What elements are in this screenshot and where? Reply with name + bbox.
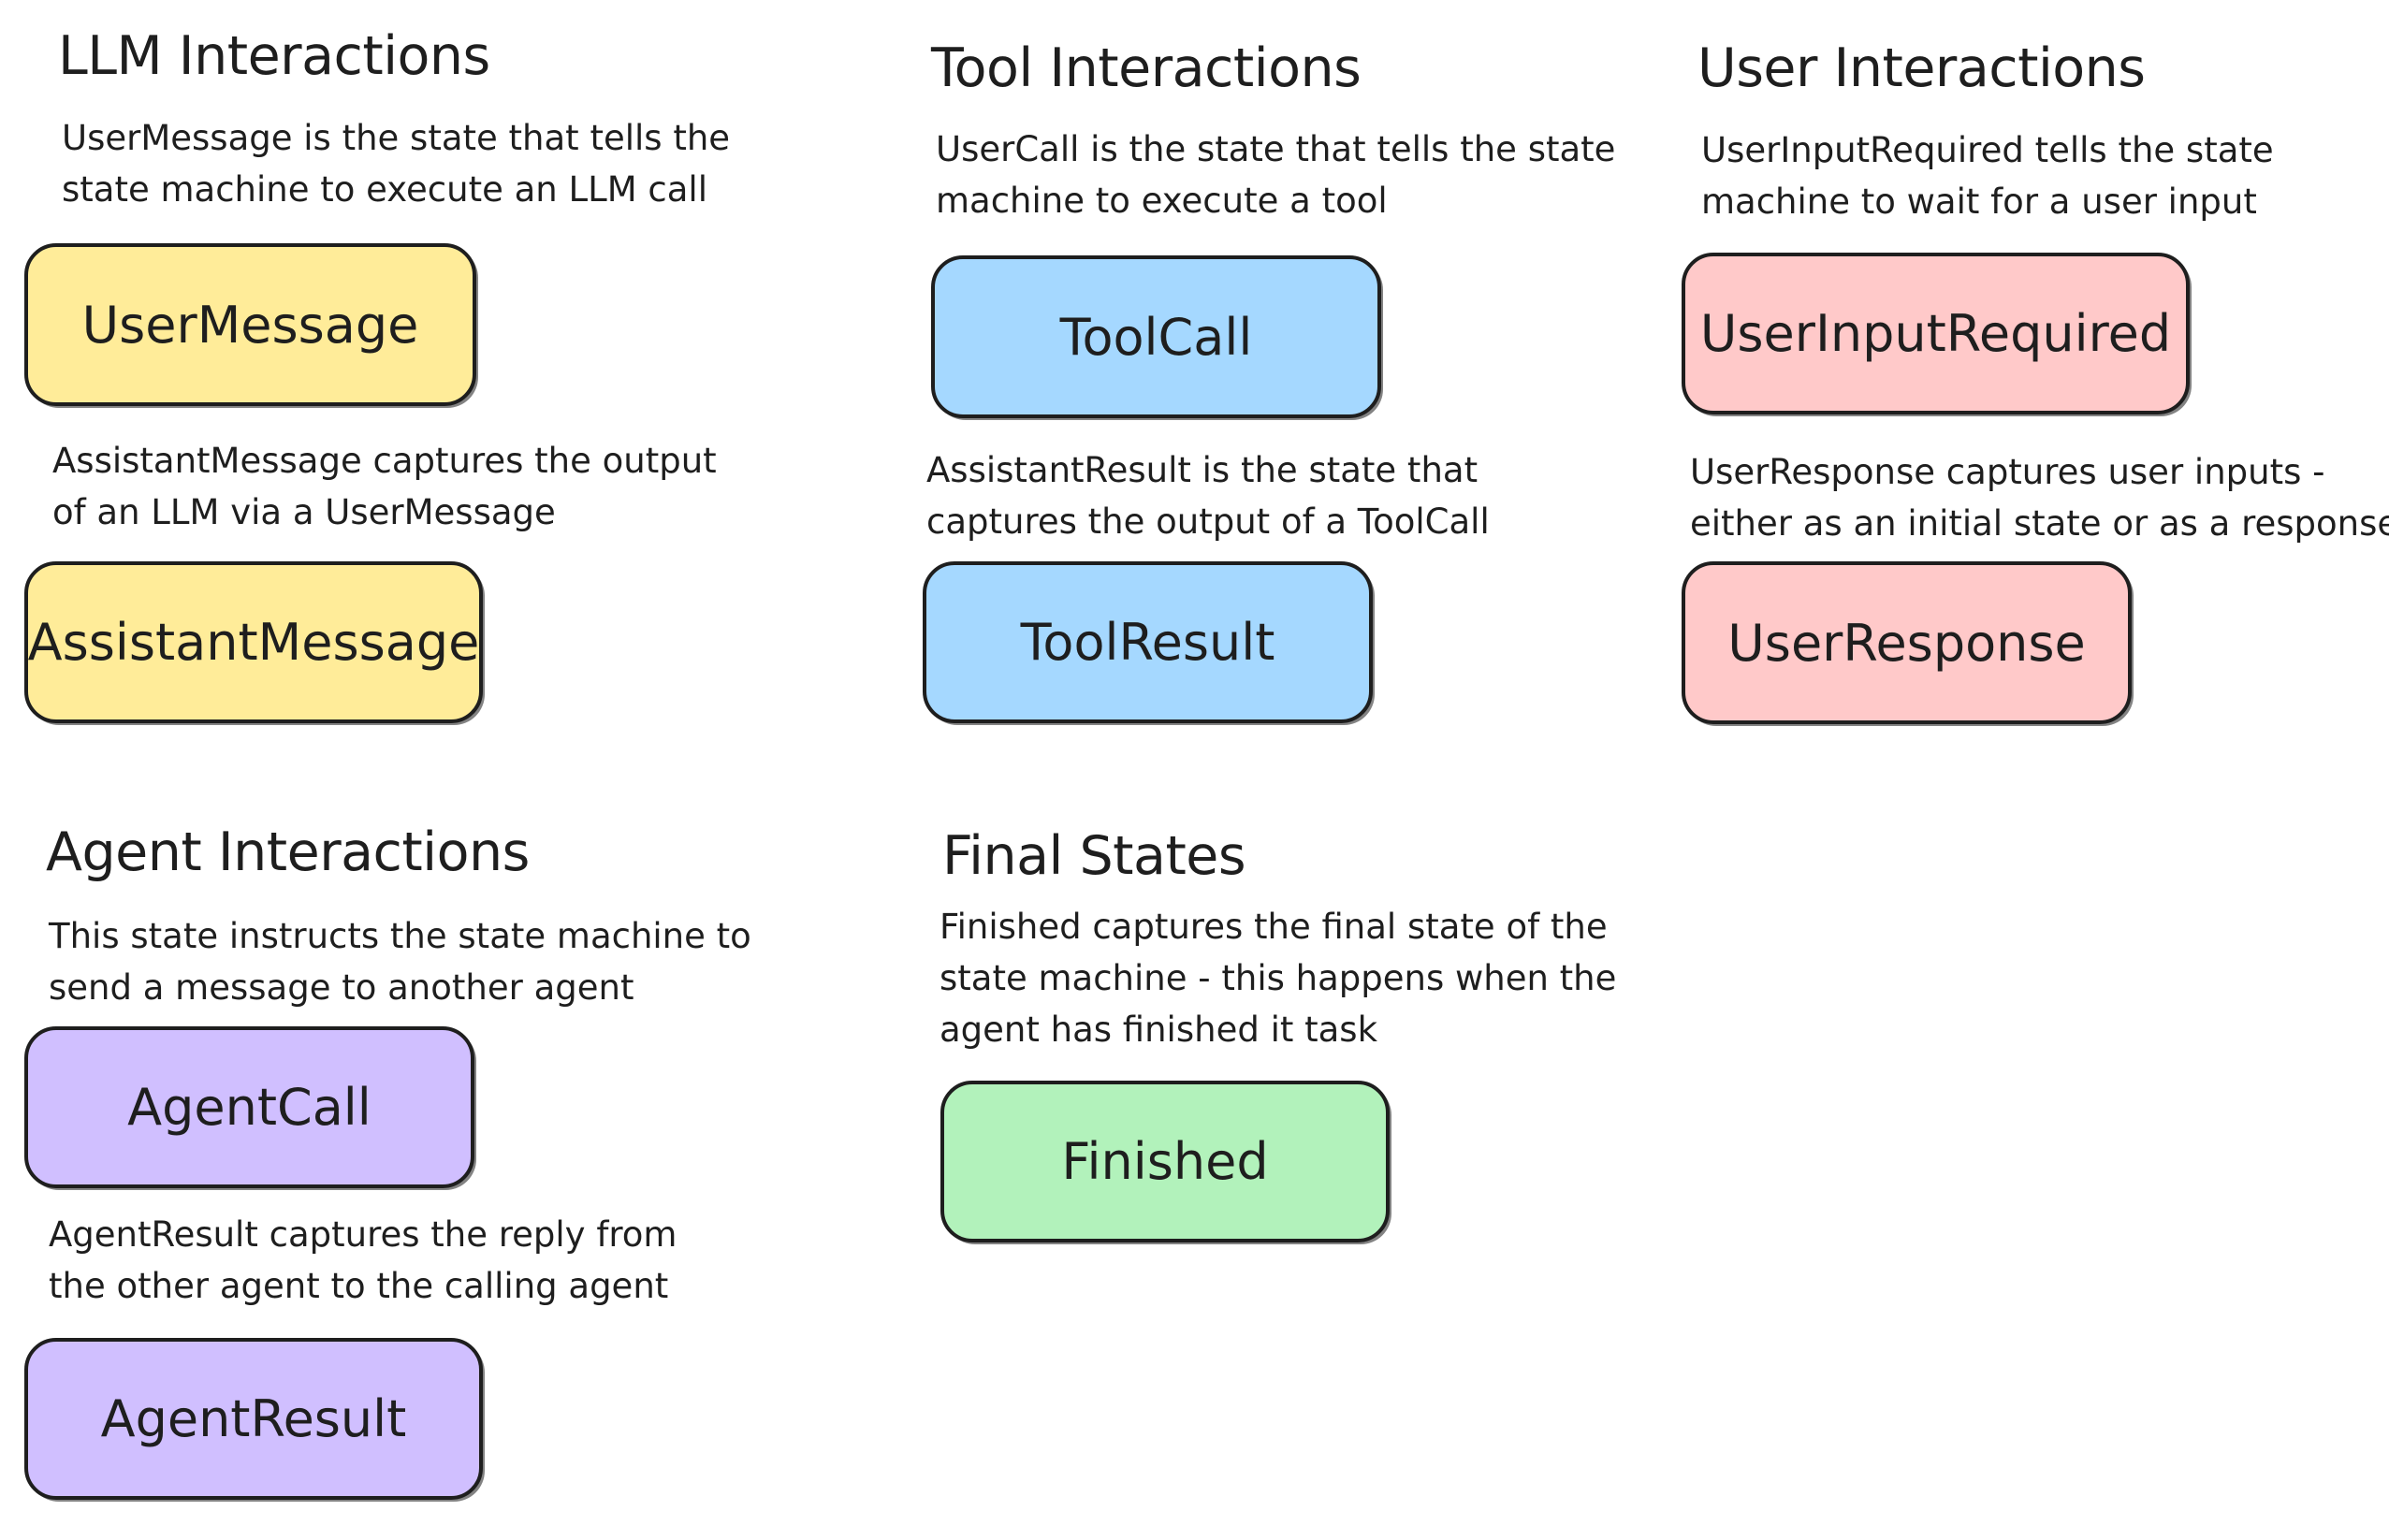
user-input-required-state[interactable]: UserInputRequired xyxy=(1682,253,2190,414)
user-response-label: UserResponse xyxy=(1727,613,2086,673)
agent-interactions-title: Agent Interactions xyxy=(46,821,530,883)
tool-result-label: ToolResult xyxy=(1020,613,1275,672)
finished-description: Finished captures the final state of the… xyxy=(940,907,1617,1050)
agent-call-description: This state instructs the state machine t… xyxy=(49,916,751,1008)
user-message-description: UserMessage is the state that tells the … xyxy=(62,118,731,210)
user-message-state[interactable]: UserMessage xyxy=(24,243,476,406)
agent-result-state[interactable]: AgentResult xyxy=(24,1338,483,1500)
finished-state[interactable]: Finished xyxy=(940,1081,1390,1242)
user-response-state[interactable]: UserResponse xyxy=(1682,561,2132,724)
user-message-label: UserMessage xyxy=(81,295,419,355)
tool-result-description: AssistantResult is the state that captur… xyxy=(926,450,1490,542)
user-input-required-description: UserInputRequired tells the state machin… xyxy=(1701,130,2274,222)
final-states-title: Final States xyxy=(942,825,1246,887)
agent-call-state[interactable]: AgentCall xyxy=(24,1026,474,1188)
user-interactions-title: User Interactions xyxy=(1697,37,2146,99)
assistant-message-description: AssistantMessage captures the output of … xyxy=(52,441,717,532)
tool-call-label: ToolCall xyxy=(1059,307,1253,367)
agent-result-label: AgentResult xyxy=(100,1389,407,1448)
tool-interactions-title: Tool Interactions xyxy=(931,37,1362,99)
tool-result-state[interactable]: ToolResult xyxy=(923,561,1373,723)
assistant-message-label: AssistantMessage xyxy=(27,613,480,672)
user-response-description: UserResponse captures user inputs - eith… xyxy=(1690,452,2389,544)
assistant-message-state[interactable]: AssistantMessage xyxy=(24,561,483,723)
tool-call-description: UserCall is the state that tells the sta… xyxy=(936,129,1616,221)
agent-result-description: AgentResult captures the reply from the … xyxy=(49,1214,677,1306)
agent-call-label: AgentCall xyxy=(127,1078,371,1137)
tool-call-state[interactable]: ToolCall xyxy=(931,255,1381,418)
finished-label: Finished xyxy=(1061,1132,1269,1191)
llm-interactions-title: LLM Interactions xyxy=(58,25,490,87)
user-input-required-label: UserInputRequired xyxy=(1699,304,2172,363)
